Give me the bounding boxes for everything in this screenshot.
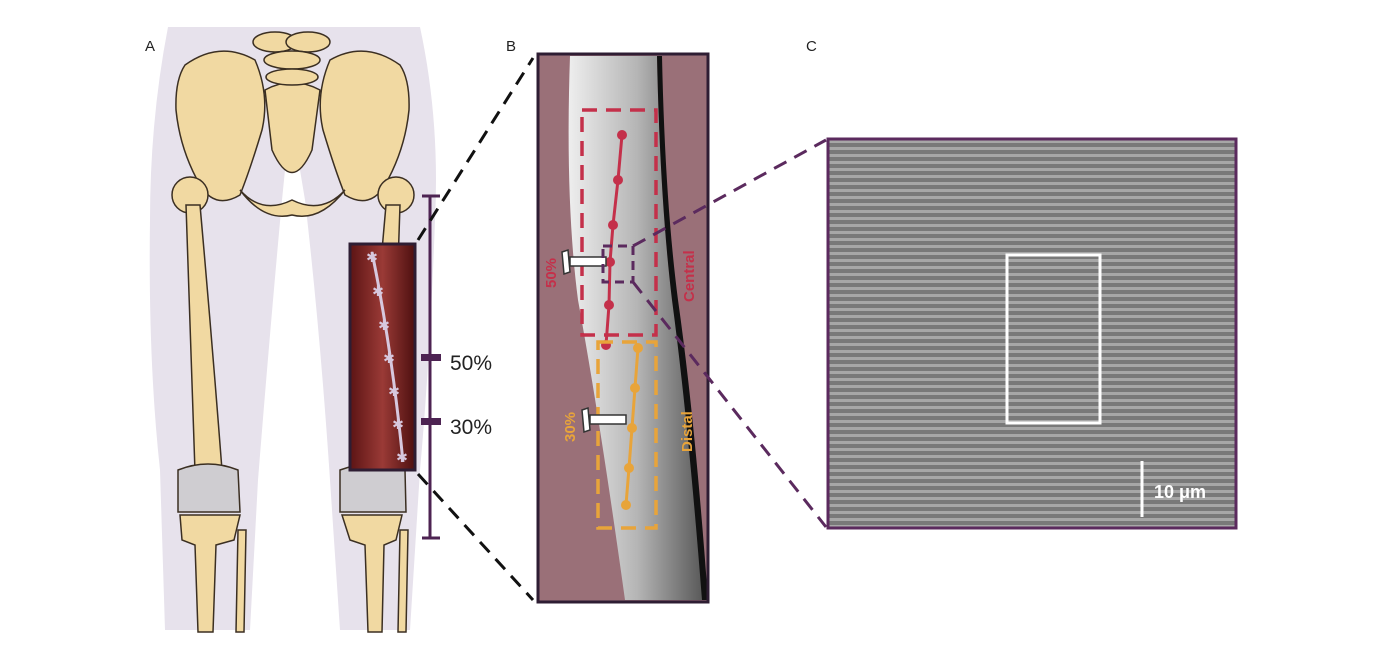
distal-region-box	[596, 340, 658, 530]
pelvis	[175, 31, 410, 217]
svg-text:✱: ✱	[372, 283, 384, 299]
thigh-muscle-inset	[348, 242, 417, 472]
probe-icon-central	[561, 248, 607, 276]
region-label-central: Central	[681, 250, 698, 302]
panel-c-letter: C	[806, 38, 817, 55]
region-label-distal: Distal	[679, 411, 696, 452]
left-leg-bones	[171, 176, 247, 633]
panel-b-letter: B	[506, 38, 517, 55]
svg-text:✱: ✱	[392, 416, 404, 432]
ultrasound-panel	[536, 52, 710, 604]
ruler-label-50: 50%	[450, 352, 492, 375]
panel-a-letter: A	[145, 38, 156, 55]
zoom-lines-a-b	[416, 57, 535, 602]
zoom-lines-b-c	[631, 138, 828, 528]
svg-text:✱: ✱	[383, 350, 395, 366]
svg-text:✱: ✱	[396, 449, 408, 465]
scale-bar-label: 10 μm	[1154, 482, 1206, 502]
svg-text:✱: ✱	[388, 383, 400, 399]
svg-text:✱: ✱	[378, 317, 390, 333]
site-label-distal-percent: 30%	[562, 412, 579, 442]
length-ruler	[421, 194, 441, 540]
fov-box	[601, 244, 635, 284]
svg-text:✱: ✱	[366, 249, 378, 265]
microscopy-panel	[826, 137, 1238, 530]
central-region-box	[580, 108, 658, 350]
site-label-central-percent: 50%	[543, 258, 560, 288]
muscle-markers: ✱ ✱ ✱ ✱ ✱ ✱ ✱	[366, 249, 408, 465]
ruler-label-30: 30%	[450, 416, 492, 439]
roi-box	[1005, 253, 1102, 425]
probe-icon-distal	[581, 406, 627, 434]
